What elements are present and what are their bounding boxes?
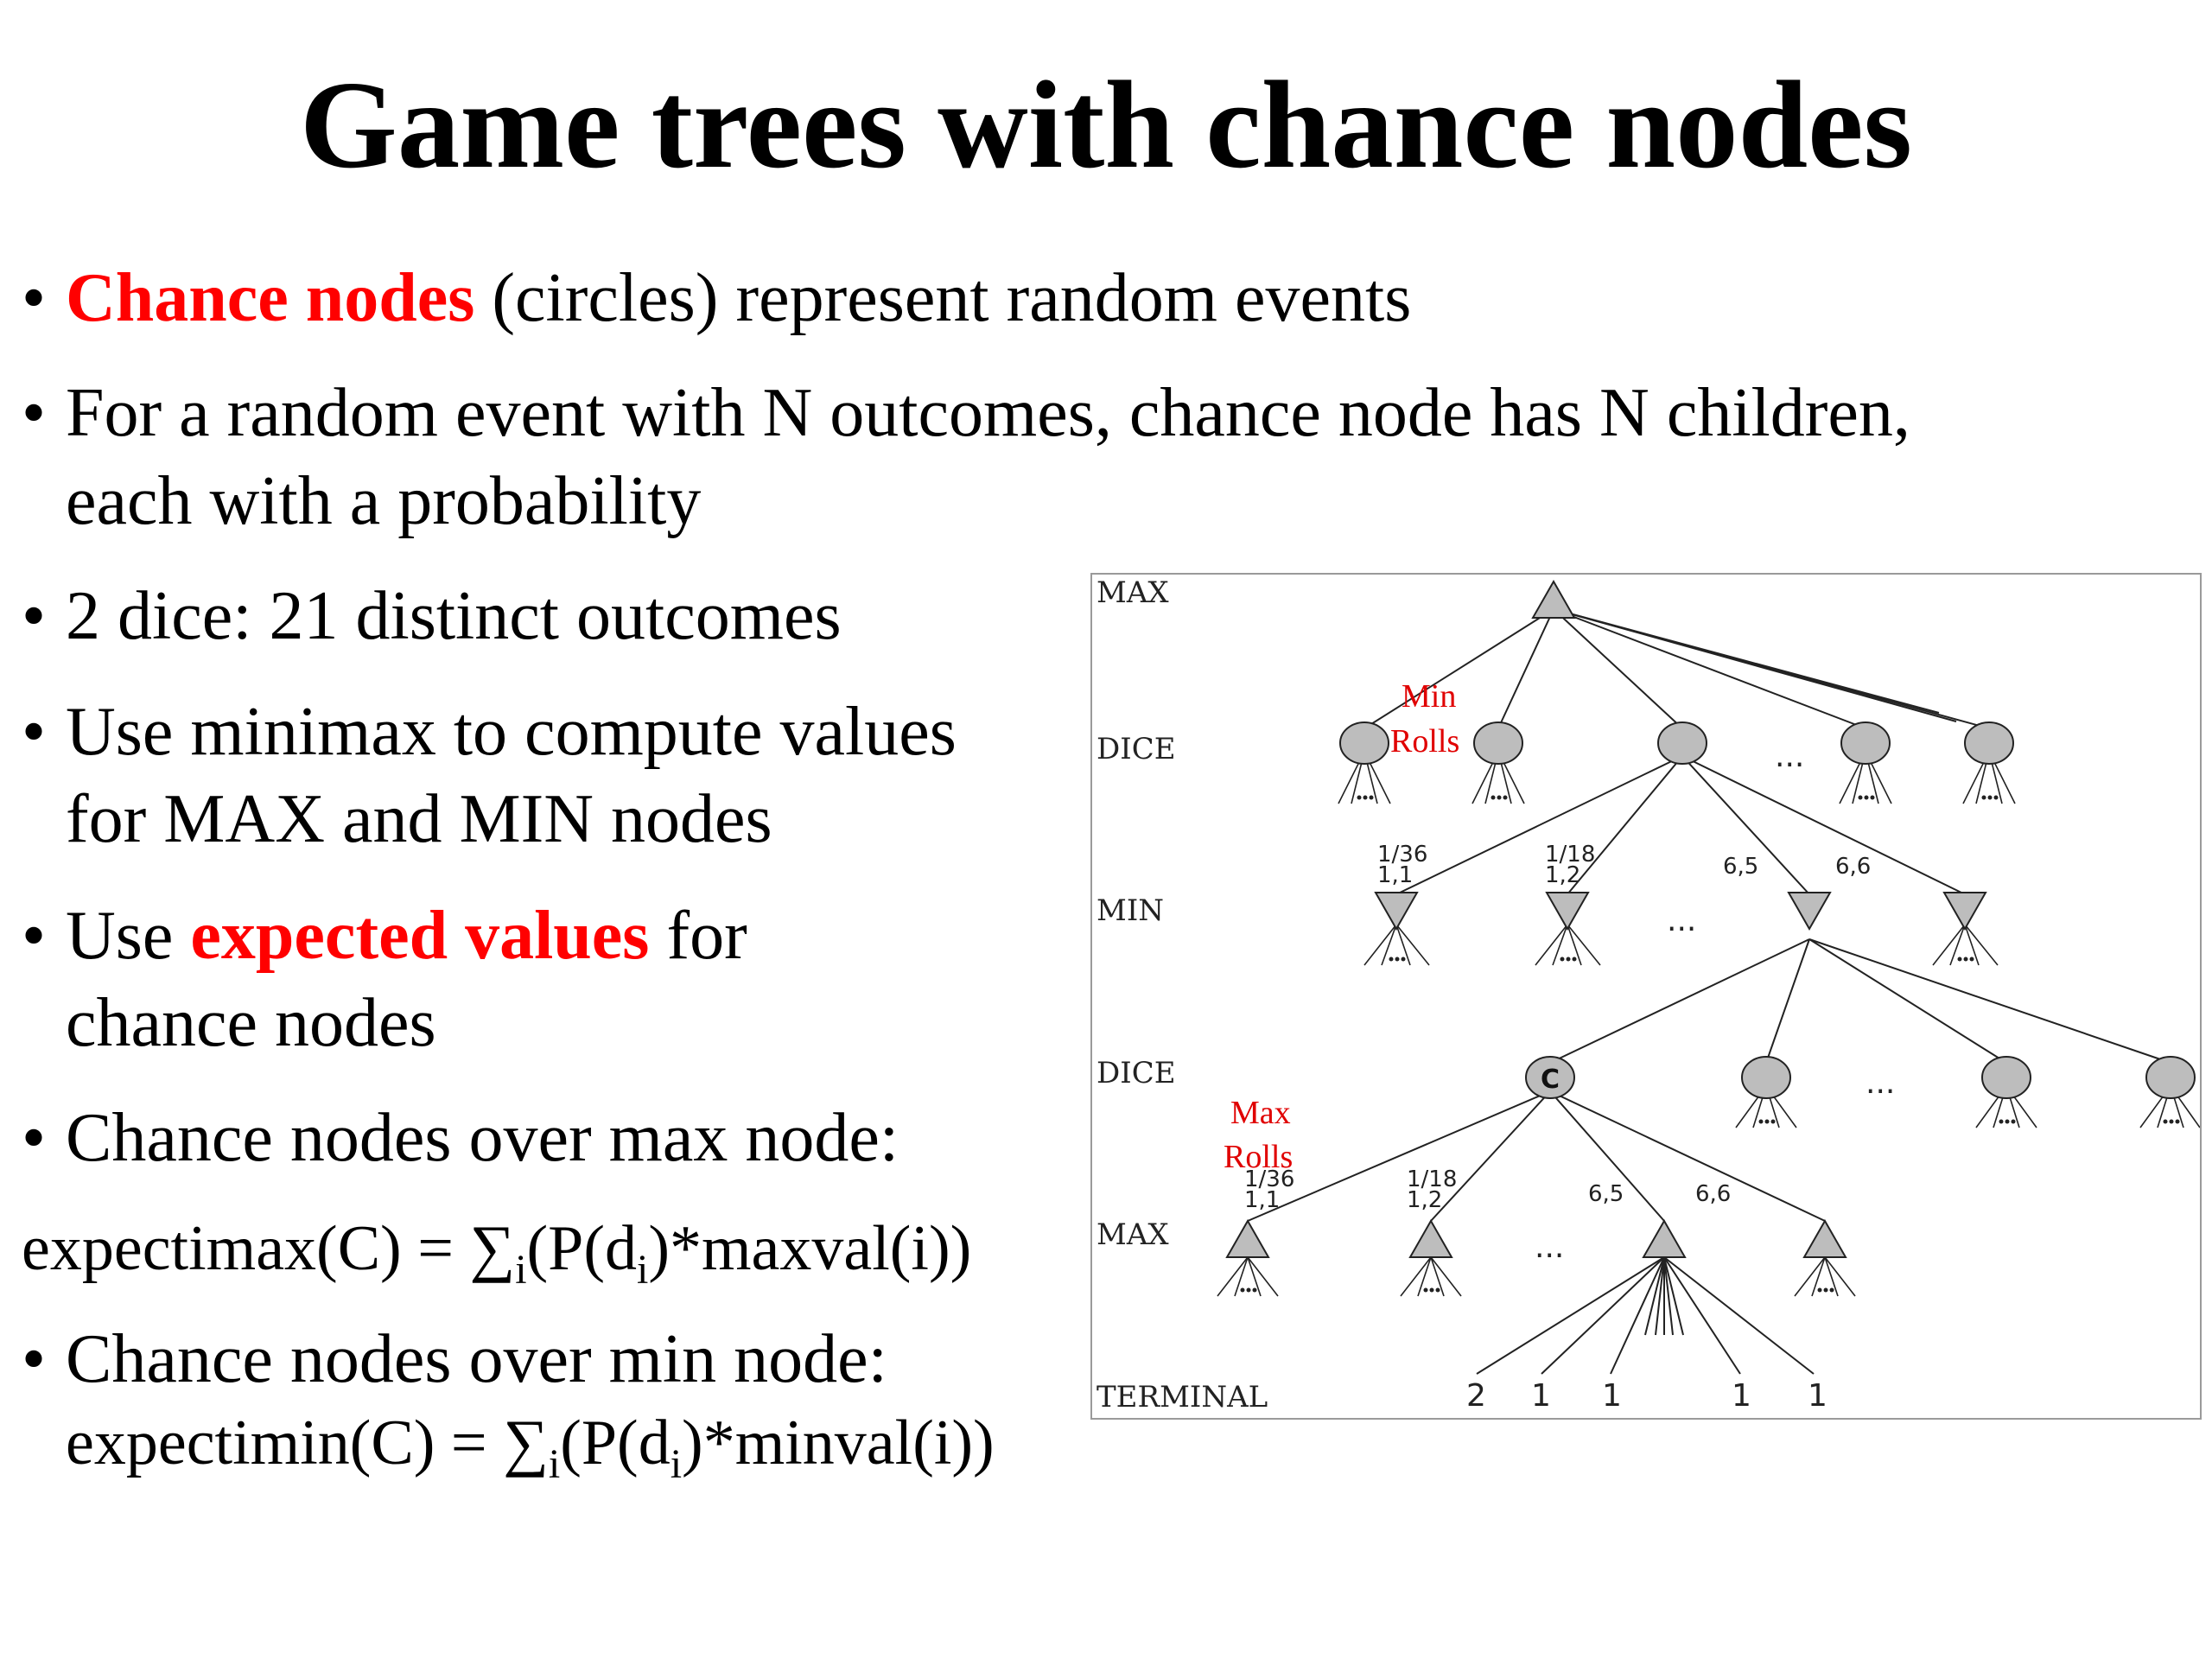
- bullet-marker: •: [22, 694, 47, 770]
- chance-node-c-label: C: [1541, 1065, 1560, 1095]
- bullet-marker: •: [22, 1321, 47, 1397]
- edge-outcome-top-4: 6,6: [1835, 854, 1871, 880]
- bullet-marker: •: [22, 898, 47, 974]
- chance-nodes-top: [1339, 721, 2014, 765]
- edge-outcome-bottom-3: 6,5: [1588, 1181, 1624, 1207]
- edges-min: [1549, 938, 2171, 1064]
- max-node-root: [1531, 579, 1576, 619]
- game-tree-svg: MAX DICE MIN DICE MAX TERMINAL: [1096, 575, 2201, 1414]
- edge-outcome-top-1: 1,1: [1377, 862, 1413, 888]
- stub-ellipsis: [1240, 795, 2180, 1293]
- formula-part: expectimax(C) = ∑: [22, 1213, 516, 1284]
- edge-outcome-top-3: 6,5: [1723, 854, 1758, 880]
- formula-part: )*maxval(i)): [648, 1213, 972, 1284]
- formula-part: expectimin(C) = ∑: [66, 1408, 549, 1478]
- terminal-value: 1: [1602, 1378, 1622, 1414]
- terminal-value: 2: [1466, 1378, 1486, 1414]
- max-rolls-line2: Rolls: [1224, 1139, 1293, 1175]
- max-rolls-line1: Max: [1230, 1095, 1291, 1131]
- edge-prob-top-1: 1/36: [1377, 842, 1427, 868]
- min-nodes: [1374, 892, 1987, 931]
- edges-terminal: [1476, 1256, 1815, 1375]
- slide-title: Game trees with chance nodes: [300, 56, 1912, 194]
- node-stubs: [1217, 751, 2201, 1297]
- bullet-marker: •: [22, 260, 47, 336]
- edge-prob-bottom-1: 1/36: [1244, 1166, 1294, 1192]
- edge-prob-bottom-2: 1/18: [1407, 1166, 1457, 1192]
- bullet-text: Use minimax to compute values: [66, 694, 957, 770]
- chance-nodes-bottom: [1525, 1056, 2196, 1099]
- formula-subscript: i: [636, 1247, 649, 1293]
- level-label-dice-bottom: DICE: [1096, 1056, 1176, 1090]
- terminal-value: 1: [1531, 1378, 1551, 1414]
- min-rolls-line2: Rolls: [1390, 723, 1459, 760]
- expected-values-term: expected values: [190, 898, 650, 974]
- max-nodes-bottom: [1225, 1218, 1847, 1258]
- edge-outcome-bottom-4: 6,6: [1695, 1181, 1731, 1207]
- bullet-text: Use: [66, 898, 191, 974]
- formula-part: )*minval(i)): [682, 1408, 995, 1478]
- bullet-text: chance nodes: [66, 985, 436, 1061]
- bullet-text: Chance nodes over min node:: [66, 1321, 887, 1397]
- min-ellipsis: ...: [1667, 903, 1696, 938]
- bullet-marker: •: [22, 1100, 47, 1176]
- formula-subscript: i: [548, 1441, 561, 1487]
- bullet-text: For a random event with N outcomes, chan…: [66, 375, 1910, 451]
- bullet-marker: •: [22, 578, 47, 654]
- edge-outcome-top-2: 1,2: [1545, 862, 1580, 888]
- dice-bottom-ellipsis: ...: [1866, 1065, 1895, 1101]
- bullet-text: 2 dice: 21 distinct outcomes: [66, 578, 842, 654]
- level-label-max-top: MAX: [1096, 575, 1169, 610]
- expectimin-formula: expectimin(C) = ∑i(P(di)*minval(i)): [66, 1400, 995, 1486]
- expectimax-formula: expectimax(C) = ∑i(P(di)*maxval(i)): [22, 1205, 971, 1292]
- chance-nodes-term: Chance nodes: [66, 260, 475, 336]
- max-bottom-ellipsis: ...: [1535, 1230, 1564, 1265]
- edges-dice-bottom: [1247, 1090, 1826, 1222]
- formula-subscript: i: [670, 1441, 683, 1487]
- bullet-marker: •: [22, 375, 47, 451]
- game-tree-diagram: MAX DICE MIN DICE MAX TERMINAL: [1090, 573, 2202, 1420]
- formula-part: (P(d: [560, 1408, 671, 1478]
- level-label-terminal: TERMINAL: [1096, 1380, 1268, 1414]
- level-label-dice-top: DICE: [1096, 732, 1176, 766]
- bullet-text: for MAX and MIN nodes: [66, 781, 772, 857]
- terminal-value: 1: [1808, 1378, 1827, 1414]
- formula-part: (P(d: [526, 1213, 637, 1284]
- level-label-min: MIN: [1096, 893, 1164, 928]
- edge-outcome-bottom-1: 1,1: [1244, 1187, 1280, 1213]
- level-label-max-bottom: MAX: [1096, 1217, 1169, 1252]
- bullet-text: for: [649, 898, 747, 974]
- terminal-value: 1: [1732, 1378, 1751, 1414]
- dice-top-ellipsis: ...: [1775, 739, 1804, 774]
- bullet-text: each with a probability: [66, 463, 702, 539]
- edge-prob-top-2: 1/18: [1545, 842, 1595, 868]
- edges-root: [1363, 608, 1990, 729]
- edges-dice-top: [1395, 755, 1966, 895]
- min-rolls-line1: Min: [1402, 678, 1456, 715]
- bullet-text: (circles) represent random events: [474, 260, 1412, 336]
- edge-outcome-bottom-2: 1,2: [1407, 1187, 1442, 1213]
- formula-subscript: i: [515, 1247, 527, 1293]
- bullet-text: Chance nodes over max node:: [66, 1100, 899, 1176]
